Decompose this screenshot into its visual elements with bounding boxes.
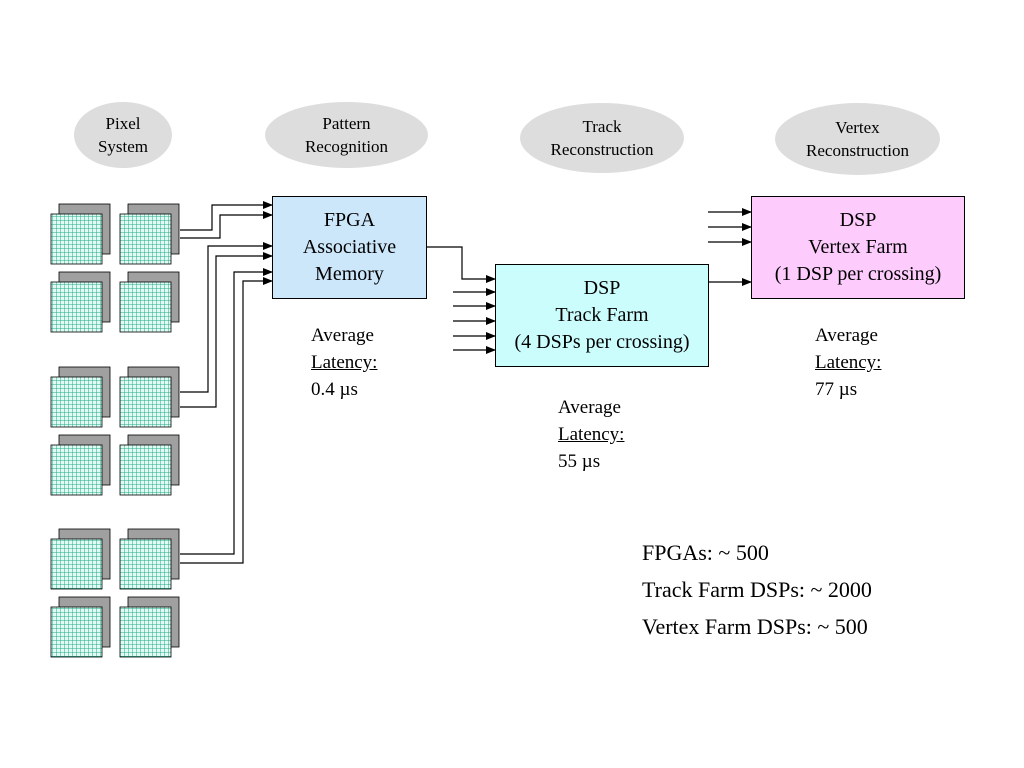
track-farm-box-line: Track Farm (555, 304, 649, 326)
pixel-chip (50, 203, 111, 265)
latency-value: 55 µs (558, 451, 601, 472)
vertex-reconstruction-label: Vertex Reconstruction (775, 103, 940, 175)
latency-value: 77 µs (815, 379, 858, 400)
pixel-chip (119, 271, 180, 333)
track-latency-note: Average Latency: 55 µs (558, 394, 624, 475)
track-farm-dsp-count: Track Farm DSPs: ~ 2000 (642, 577, 872, 602)
vertex-farm-box-line: (1 DSP per crossing) (774, 263, 942, 285)
fpga-associative-memory-box: FPGA Associative Memory (272, 196, 427, 299)
vertex-farm-box-line: DSP (839, 209, 877, 231)
pattern-recognition-label: Pattern Recognition (265, 102, 428, 168)
pixel-chip (119, 596, 180, 658)
pixel-chip-array (50, 203, 180, 658)
latency-label: Latency: (815, 352, 882, 373)
latency-value: 0.4 µs (311, 379, 358, 400)
pixel-chip (50, 434, 111, 496)
pixel-chip (119, 366, 180, 428)
dsp-track-farm-box: DSP Track Farm (4 DSPs per crossing) (495, 264, 709, 367)
pixel-chip (50, 528, 111, 590)
fpga-box-line: Memory (315, 263, 384, 285)
latency-heading: Average (558, 397, 621, 418)
pixel-to-fpga-wire (180, 268, 273, 555)
pixel-to-fpga-wire (180, 201, 273, 231)
fpga-box-line: Associative (302, 236, 397, 258)
fpga-latency-note: Average Latency: 0.4 µs (311, 322, 377, 403)
pixel-to-fpga-wire (180, 252, 273, 408)
dsp-vertex-farm-box: DSP Vertex Farm (1 DSP per crossing) (751, 196, 965, 299)
pixel-to-fpga-wire (180, 242, 273, 393)
pixel-chip (119, 528, 180, 590)
track-farm-box-line: DSP (583, 277, 621, 299)
pixel-chip (50, 271, 111, 333)
fpga-to-track-farm-wire (427, 246, 496, 283)
track-farm-box-line: (4 DSPs per crossing) (514, 331, 690, 353)
vertex-farm-dsp-count: Vertex Farm DSPs: ~ 500 (642, 614, 868, 639)
latency-heading: Average (815, 325, 878, 346)
pixel-chip (119, 434, 180, 496)
pixel-chip (119, 203, 180, 265)
track-reconstruction-label: Track Reconstruction (520, 103, 684, 173)
vertex-farm-box-line: Vertex Farm (808, 236, 908, 258)
latency-heading: Average (311, 325, 374, 346)
pixel-to-fpga-wire (180, 211, 273, 239)
vertex-latency-note: Average Latency: 77 µs (815, 322, 881, 403)
pixel-system-label: Pixel System (74, 102, 172, 168)
pixel-to-fpga-wire (180, 277, 273, 564)
fpga-count: FPGAs: ~ 500 (642, 540, 769, 565)
fpga-box-line: FPGA (323, 209, 376, 231)
pixel-chip (50, 596, 111, 658)
latency-label: Latency: (558, 424, 625, 445)
latency-label: Latency: (311, 352, 378, 373)
component-count-summary: FPGAs: ~ 500 Track Farm DSPs: ~ 2000 Ver… (642, 534, 872, 645)
pixel-chip (50, 366, 111, 428)
